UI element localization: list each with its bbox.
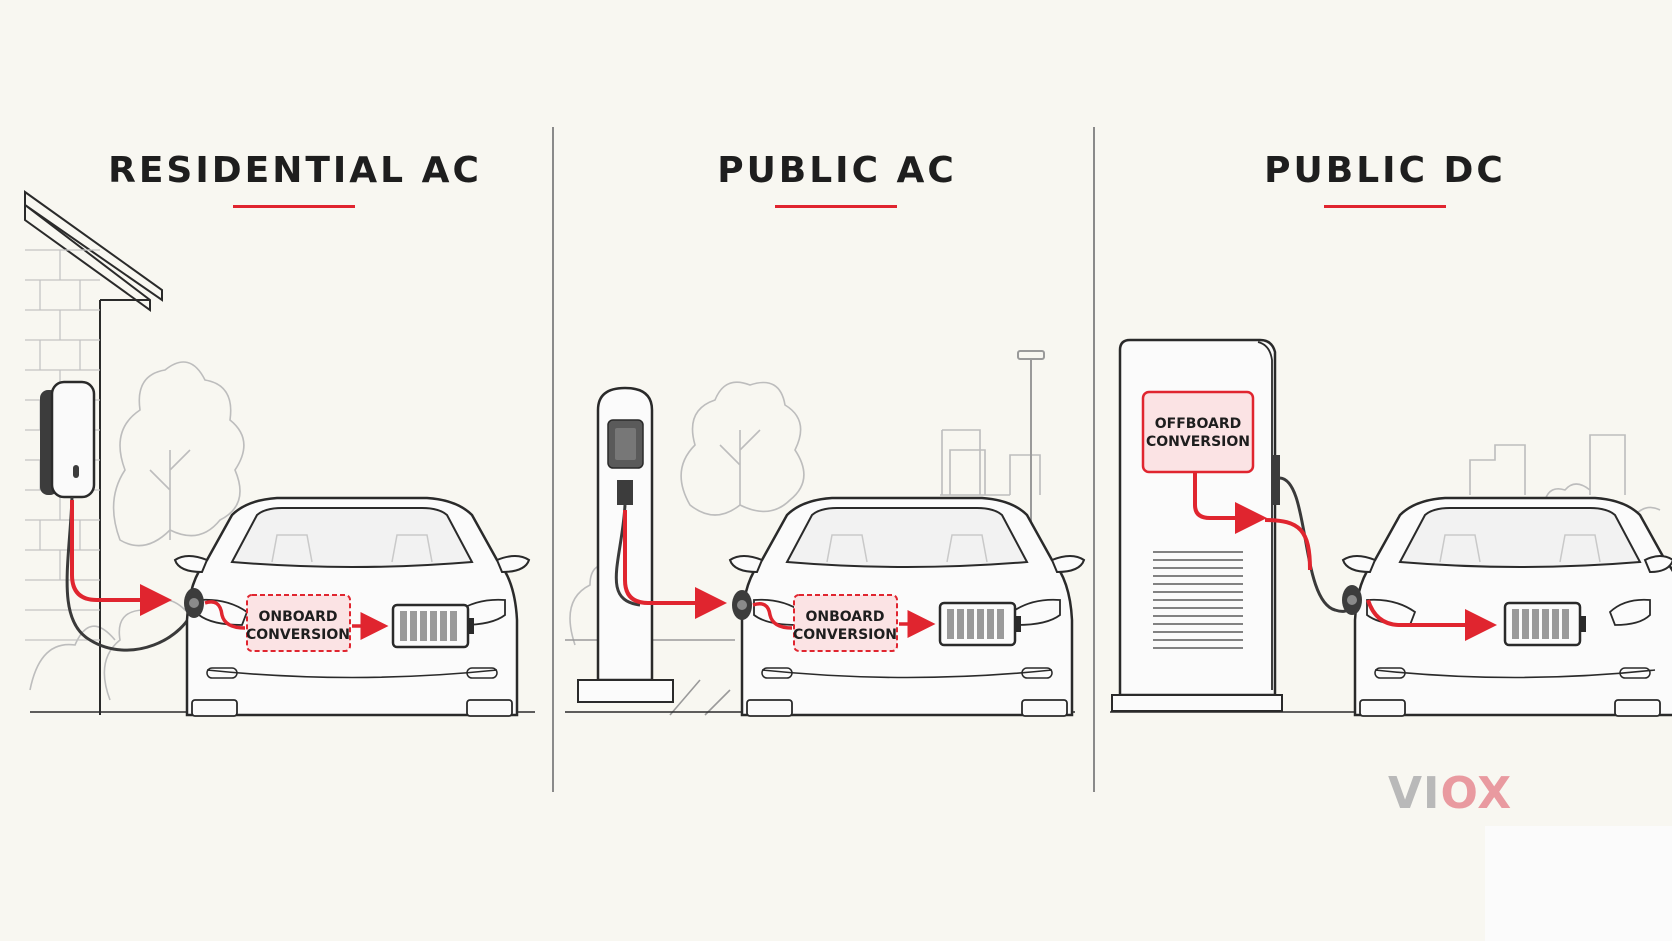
connector-holster [617,480,633,505]
panel-divider-right [1093,127,1095,792]
ac-power-arrow-2 [623,510,727,619]
title-underline-public-dc [1324,205,1446,208]
title-underline-residential [233,205,355,208]
viox-logo: VIOX [1388,768,1512,819]
battery-icon [391,603,474,649]
internal-power-path-2 [752,602,793,630]
vent-grille [1153,551,1243,649]
corner-shade [1485,826,1672,941]
direct-dc-to-battery-arrow [1366,599,1497,641]
panel-title-public-ac: PUBLIC AC [717,150,957,191]
house-wall [24,190,163,715]
charging-port [184,588,204,618]
logo-part-ox: OX [1440,768,1513,819]
panel-title-residential-ac: RESIDENTIAL AC [108,150,482,191]
car-front [173,496,531,717]
dc-power-path [1264,518,1312,571]
onboard-conversion-box-2 [793,594,898,652]
conversion-label-line2: CONVERSION [246,627,350,643]
wallbox-status-icon [73,465,79,478]
onboard-conversion-box [246,594,351,652]
public-ac-scene: ONBOARD CONVERSION [565,350,1086,717]
title-underline-public-ac [775,205,897,208]
panel-divider-left [552,127,554,792]
offboard-conversion-box [1141,390,1255,474]
dc-connector-holster [1272,455,1280,505]
charging-cable [65,496,197,652]
dc-cable [1279,476,1352,613]
conversion-label-3-line2: CONVERSION [1146,434,1250,450]
internal-power-path [204,600,246,630]
panel-title-public-dc: PUBLIC DC [1264,150,1506,191]
wallbox-charger [40,380,96,499]
conversion-label-2-line2: CONVERSION [793,627,897,643]
battery-icon-3 [1503,601,1586,647]
logo-part-vi: VI [1388,768,1441,819]
ac-power-arrow [70,500,172,616]
dc-power-arrow [1193,472,1267,534]
conversion-label-3-line1: OFFBOARD [1155,416,1241,432]
public-dc-scene: OFFBOARD CONVERSION [1110,338,1672,717]
charging-port-2 [732,590,752,620]
charging-port-3 [1342,585,1362,615]
residential-scene: ONBOARD CONVERSION [24,190,535,717]
battery-icon-2 [938,601,1021,647]
car-front-2 [728,496,1086,717]
street-lamp [1017,350,1045,540]
conversion-label-line1: ONBOARD [258,609,337,625]
conversion-label-2-line1: ONBOARD [805,609,884,625]
